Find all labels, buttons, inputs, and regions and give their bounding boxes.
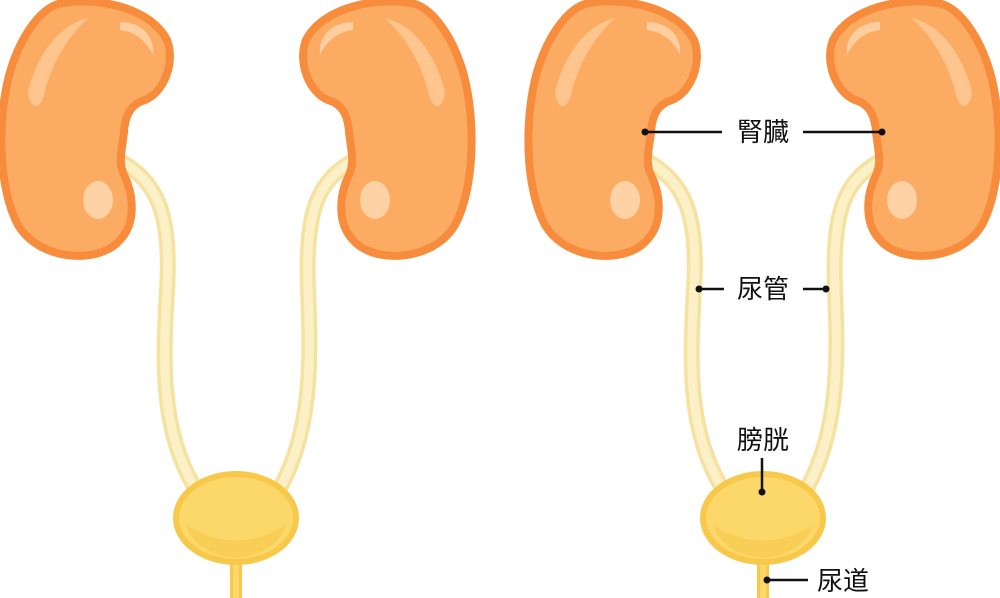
- left-kidney: [528, 1, 697, 255]
- urethra-tube-core: [233, 560, 239, 598]
- right-urinary-diagram: [528, 1, 998, 598]
- left-urinary-diagram: [1, 1, 471, 598]
- bladder-leader-dot: [758, 488, 766, 496]
- left-kidney-highlight: [610, 181, 640, 219]
- urethra-leader-dot: [763, 576, 771, 584]
- kidney-leader-right-dot: [878, 128, 886, 136]
- right-kidney-highlight: [360, 181, 390, 219]
- urethra-tube-core: [760, 560, 766, 598]
- bladder-label: 膀胱: [737, 426, 789, 456]
- kidney-label: 腎臓: [737, 118, 789, 148]
- ureter-label: 尿管: [737, 275, 789, 305]
- kidney-leader-left-dot: [641, 128, 649, 136]
- bladder-shading: [186, 525, 286, 558]
- left-kidney-highlight: [83, 181, 113, 219]
- left-kidney: [1, 1, 170, 255]
- ureter-leader-left-dot: [695, 285, 703, 293]
- right-kidney: [830, 1, 999, 255]
- callouts: [641, 128, 886, 584]
- right-kidney: [303, 1, 472, 255]
- ureter-leader-right-dot: [822, 285, 830, 293]
- bladder-shading: [713, 525, 813, 558]
- left-kidney-gloss-top: [120, 22, 154, 55]
- left-kidney-gloss: [28, 18, 88, 106]
- right-kidney-highlight: [887, 181, 917, 219]
- urethra-label: 尿道: [817, 567, 869, 597]
